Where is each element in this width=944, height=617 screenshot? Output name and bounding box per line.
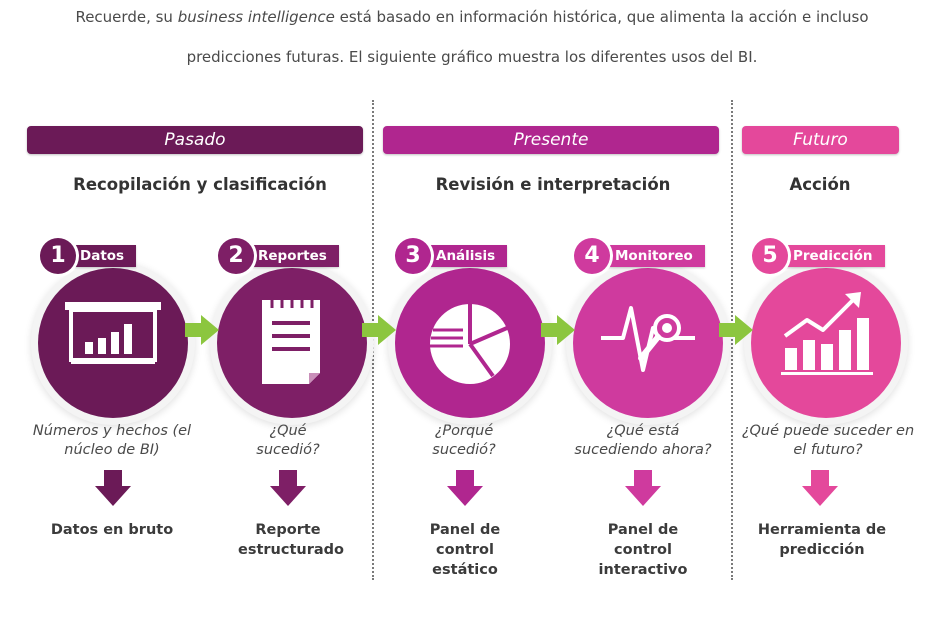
phase-title-futuro: Acción [789,175,851,194]
step-question-5: ¿Qué puede suceder en el futuro? [741,423,915,458]
step-question-2: ¿Qué sucedió? [256,423,320,458]
arrow-down-icon [447,470,483,506]
step-result-5: Herramienta de predicción [757,522,887,558]
step-result-1: Datos en bruto [50,522,174,538]
phase-banner-futuro: Futuro [742,126,899,154]
step-number-4: 4 [574,238,610,274]
heartbeat-magnifier-icon [601,306,695,372]
step-label-prediccion: Predicción [771,245,885,267]
phase-divider [731,100,733,580]
step-label-reportes: Reportes [236,245,339,267]
arrow-down-icon [95,470,131,506]
step-number-2: 2 [218,238,254,274]
arrow-down-icon [625,470,661,506]
step-circle-reportes [217,268,367,418]
pie-chart-icon [430,304,510,384]
intro-line-2: predicciones futuras. El siguiente gráfi… [186,48,758,66]
step-circle-monitoreo [573,268,723,418]
step-result-4: Panel de control interactivo [598,522,688,578]
rising-bar-chart-icon [781,292,873,375]
step-number-3: 3 [395,238,431,274]
phase-title-presente: Revisión e interpretación [435,175,671,194]
arrow-right-icon [541,315,575,345]
phase-banner-pasado: Pasado [27,126,363,154]
step-circle-prediccion [751,268,901,418]
step-label-monitoreo: Monitoreo [593,245,705,267]
intro-line-1: Recuerde, su business intelligence está … [0,8,944,26]
step-label-datos: Datos [58,245,137,267]
phase-title-pasado: Recopilación y clasificación [73,175,327,194]
intro-text: Recuerde, su [75,8,178,26]
phase-banner-presente: Presente [383,126,719,154]
phase-divider [372,100,374,580]
step-result-2: Reporte estructurado [238,522,344,558]
step-question-3: ¿Porqué sucedió? [432,423,496,458]
presentation-board-bar-chart-icon [65,302,161,364]
arrow-down-icon [802,470,838,506]
intro-text: está basado en información histórica, qu… [334,8,869,26]
step-number-1: 1 [40,238,76,274]
intro-emphasis: business intelligence [177,8,335,26]
step-circle-analisis [395,268,545,418]
step-result-3: Panel de control estático [429,522,501,578]
step-number-5: 5 [752,238,788,274]
step-question-1: Números y hechos (el núcleo de BI) [32,423,192,458]
step-question-4: ¿Qué está sucediendo ahora? [574,423,712,458]
arrow-right-icon [185,315,219,345]
step-circle-datos [38,268,188,418]
arrow-right-icon [719,315,753,345]
arrow-right-icon [362,315,396,345]
notepad-report-icon [262,294,320,384]
step-label-analisis: Análisis [414,245,508,267]
arrow-down-icon [270,470,306,506]
